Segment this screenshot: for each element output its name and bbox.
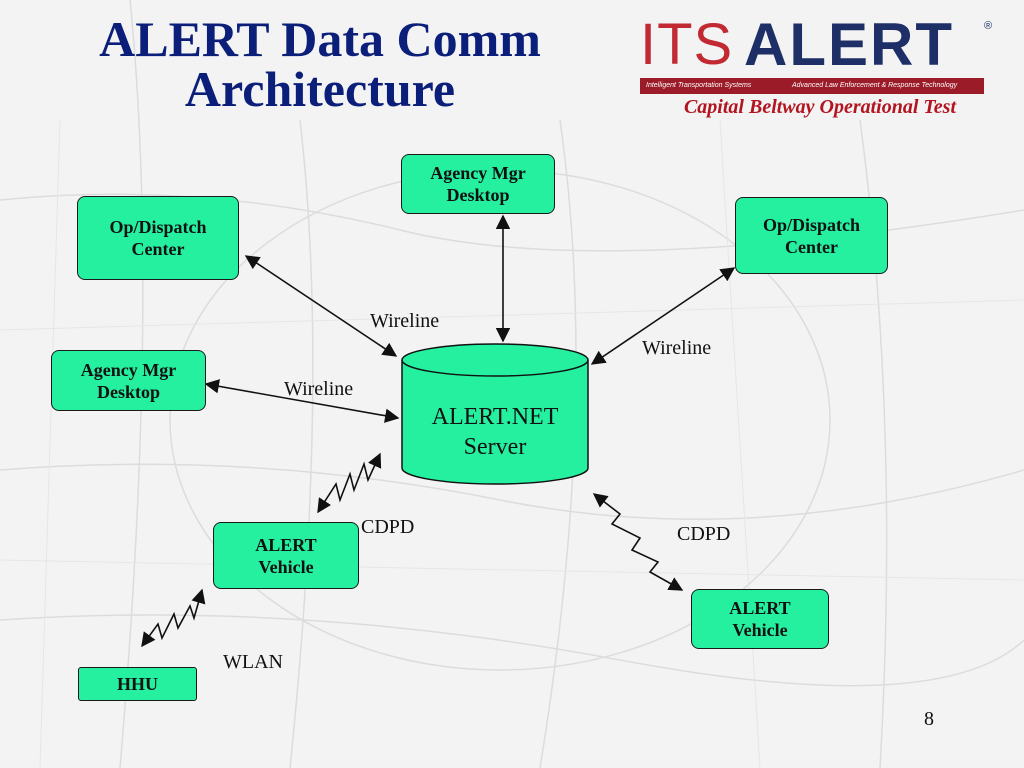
alert-vehicle-right: ALERT Vehicle xyxy=(691,589,829,649)
logo-tagline-right: Advanced Law Enforcement & Response Tech… xyxy=(792,82,958,89)
op-dispatch-center-right: Op/Dispatch Center xyxy=(735,197,888,274)
logo-tagline-left: Intelligent Transportation Systems xyxy=(646,82,752,89)
page-number: 8 xyxy=(924,708,934,730)
vehicle-right-line-1: ALERT xyxy=(729,598,791,618)
hhu-label: HHU xyxy=(116,674,158,694)
server-cylinder xyxy=(401,343,589,485)
wireless-hhu-vehicle-left xyxy=(141,588,206,648)
its-alert-logo: ITS ALERT ® Intelligent Transportation S… xyxy=(640,14,1000,118)
agency-mgr-top-line-2: Desktop xyxy=(446,185,510,205)
agency-mgr-desktop-left: Agency Mgr Desktop xyxy=(51,350,206,411)
logo-its-text: ITS xyxy=(640,12,734,77)
logo-registered-mark: ® xyxy=(984,20,993,32)
agency-mgr-left-line-2: Desktop xyxy=(96,381,160,402)
server-label: ALERT.NET Server xyxy=(402,402,588,462)
vehicle-right-line-2: Vehicle xyxy=(732,620,788,640)
wireless-server-vehicle-right xyxy=(592,493,684,591)
server-label-line-2: Server xyxy=(463,434,527,460)
dispatch-left-line-1: Op/Dispatch xyxy=(109,217,207,237)
label-cdpd-left: CDPD xyxy=(361,516,415,538)
slide-title-line-1: ALERT Data Comm xyxy=(99,11,541,67)
vehicle-left-line-1: ALERT xyxy=(255,534,317,555)
wireless-vehicle-left-server xyxy=(317,452,382,514)
agency-mgr-left-line-1: Agency Mgr xyxy=(80,359,177,380)
agency-mgr-top-line-1: Agency Mgr xyxy=(430,163,526,183)
agency-mgr-desktop-top: Agency Mgr Desktop xyxy=(401,154,555,214)
label-wireline-left: Wireline xyxy=(284,378,354,400)
logo-subtitle: Capital Beltway Operational Test xyxy=(683,96,957,118)
logo-alert-text: ALERT xyxy=(744,11,954,78)
alert-vehicle-left: ALERT Vehicle xyxy=(213,522,359,589)
hhu-box: HHU xyxy=(78,667,197,701)
label-wireline-top: Wireline xyxy=(370,310,440,332)
label-wireline-right: Wireline xyxy=(642,337,712,359)
label-wlan: WLAN xyxy=(223,651,283,673)
dispatch-left-line-2: Center xyxy=(131,239,185,259)
vehicle-left-line-2: Vehicle xyxy=(258,556,314,577)
link-agency-left-server xyxy=(204,379,400,423)
logo-tagline-bar xyxy=(640,78,984,94)
op-dispatch-center-left: Op/Dispatch Center xyxy=(77,196,239,280)
label-cdpd-right: CDPD xyxy=(677,523,731,545)
slide-title: ALERT Data Comm Architecture xyxy=(40,14,600,114)
dispatch-right-line-1: Op/Dispatch xyxy=(762,214,861,235)
dispatch-right-line-2: Center xyxy=(785,236,838,257)
link-dispatch-left-server xyxy=(244,255,398,357)
slide-title-line-2: Architecture xyxy=(184,61,456,117)
link-dispatch-right-server xyxy=(590,267,736,365)
server-label-line-1: ALERT.NET xyxy=(431,404,559,430)
